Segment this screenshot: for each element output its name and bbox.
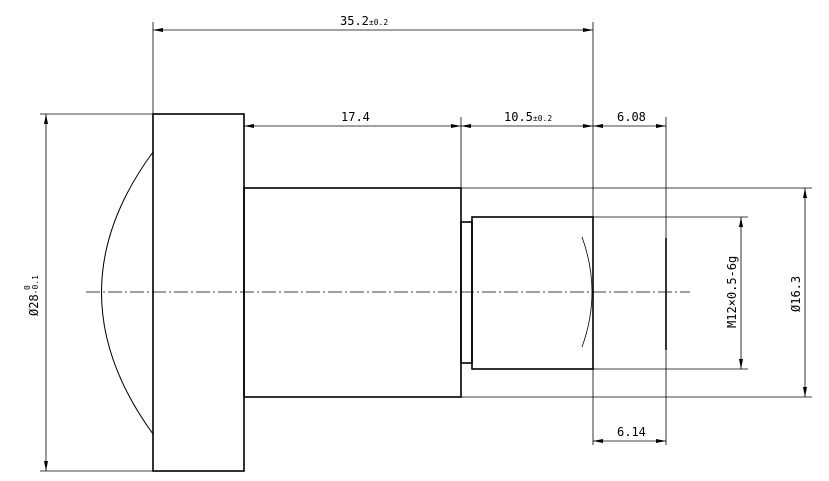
dim-thread-length: 10.5±0.2 (461, 110, 593, 128)
svg-text:10.5±0.2: 10.5±0.2 (504, 110, 552, 124)
svg-text:35.2±0.2: 35.2±0.2 (340, 14, 388, 28)
barrel-step (460, 221, 473, 364)
barrel-body (243, 187, 462, 398)
dim-flange-upper: 0 (23, 285, 32, 290)
dim-thread-value: 10.5 (504, 110, 533, 124)
svg-text:Ø28-0.1: Ø28-0.1 (27, 275, 41, 316)
dim-body-diameter-value: Ø16.3 (789, 276, 803, 312)
dim-overall-length: 35.2±0.2 (153, 14, 593, 32)
dim-bottom-offset: 6.14 (593, 425, 666, 443)
dim-body-length: 17.4 (244, 110, 461, 128)
dome-lens-arc (101, 151, 154, 435)
dim-top-offset: 6.08 (593, 110, 666, 128)
thread-section (471, 216, 594, 370)
dim-body-value: 17.4 (341, 110, 370, 124)
dim-thread-spec: M12×0.5-6g (725, 217, 743, 369)
dim-overall-tol: ±0.2 (369, 18, 388, 27)
dim-top-offset-value: 6.08 (617, 110, 646, 124)
flange (152, 113, 245, 472)
dim-overall-value: 35.2 (340, 14, 369, 28)
dim-flange-prefix: Ø28 (27, 294, 41, 316)
rear-lens-arc (581, 236, 593, 348)
lens-outline (86, 113, 690, 472)
dim-flange-lower: -0.1 (31, 275, 40, 294)
dim-thread-spec-value: M12×0.5-6g (725, 256, 739, 328)
dim-thread-tol: ±0.2 (533, 114, 552, 123)
dim-flange-diameter: Ø28-0.1 0 (23, 114, 48, 471)
dim-bottom-offset-value: 6.14 (617, 425, 646, 439)
dim-body-diameter: Ø16.3 (789, 188, 807, 397)
extension-lines (40, 22, 812, 472)
